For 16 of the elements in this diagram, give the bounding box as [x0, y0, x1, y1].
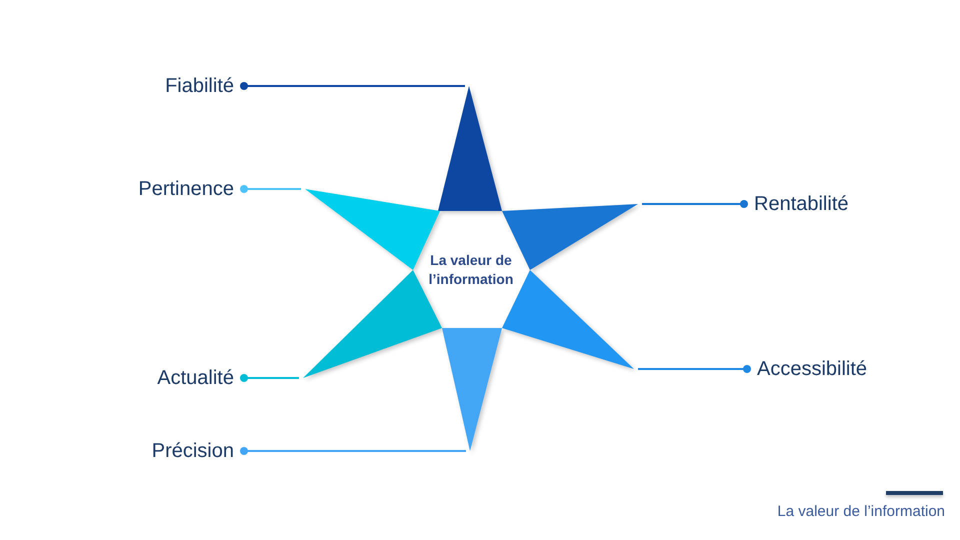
- attribute-label: Actualité: [157, 366, 234, 390]
- star-point: [438, 86, 502, 211]
- leader-line: [638, 365, 751, 373]
- center-title: La valeur de l’information: [423, 251, 519, 289]
- attribute-label: Rentabilité: [754, 192, 849, 216]
- attribute-label: Fiabilité: [165, 74, 234, 98]
- leader-line: [240, 185, 301, 193]
- attribute-label: Accessibilité: [757, 357, 868, 381]
- leader-line: [642, 200, 748, 208]
- star-point: [442, 328, 502, 451]
- leader-line: [240, 82, 465, 90]
- leader-line: [240, 374, 299, 382]
- attribute-label: Précision: [152, 439, 234, 463]
- footer-text: La valeur de l’information: [777, 502, 945, 522]
- leader-line: [240, 447, 466, 455]
- attribute-label: Pertinence: [138, 177, 234, 201]
